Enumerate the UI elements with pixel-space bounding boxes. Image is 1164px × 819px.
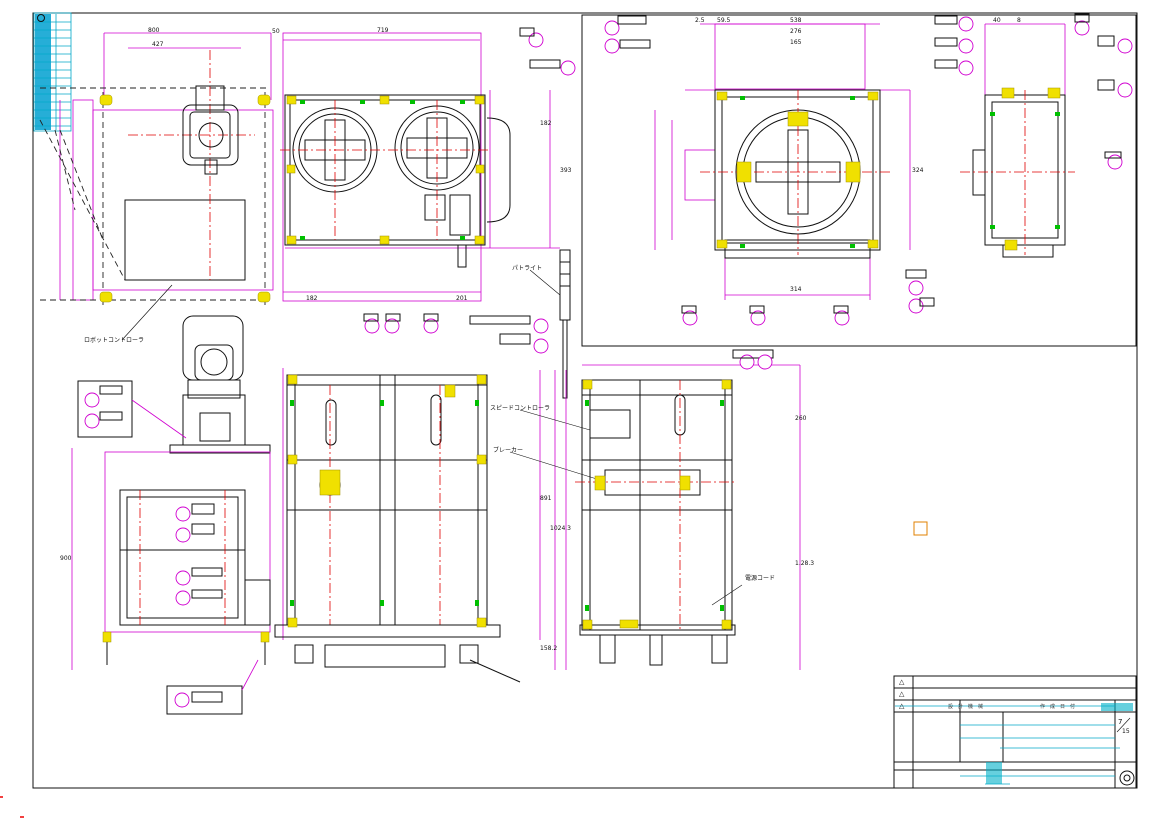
dim-tr-c: 538 <box>790 17 802 24</box>
top-right-detail-view: 2.5 59.5 538 276 165 314 324 <box>654 17 924 300</box>
dim-top-mid-height: 182 <box>540 120 552 127</box>
dim-lower-right-top: 260 <box>795 415 807 422</box>
revision-table <box>33 12 72 132</box>
dim-tr-e: 165 <box>790 39 802 46</box>
dim-tr-right: 324 <box>912 167 924 174</box>
sheet-number: 7 <box>1118 718 1122 726</box>
dim-top-left-gap: 50 <box>272 28 280 35</box>
robot-controller-elevation: 900 <box>60 315 271 670</box>
front-elevation-view: スピードコントローラ ブレーカー 891 1024.3 158.2 <box>274 368 601 683</box>
breaker-label: ブレーカー <box>493 446 523 454</box>
dim-tr-b: 59.5 <box>717 17 731 24</box>
dim-lower-mid-b: 1024.3 <box>550 525 571 532</box>
revision-marks: △ △ △ <box>899 678 905 710</box>
svg-text:設: 設 <box>948 703 953 710</box>
dim-top-mid-bottom-right: 201 <box>456 295 468 302</box>
svg-text:作: 作 <box>1040 703 1045 710</box>
dim-tr-a: 2.5 <box>695 17 705 24</box>
svg-text:成: 成 <box>1050 703 1055 710</box>
title-header-cells: 設 計 機 械 作 成 日 付 <box>948 703 1075 710</box>
title-block: △ △ △ 設 計 機 械 作 成 日 付 7 15 <box>893 675 1137 789</box>
svg-text:日: 日 <box>1060 704 1065 710</box>
robot-controller-label: ロボットコントローラ <box>84 336 144 344</box>
patlite-tower: パトライト <box>512 249 571 399</box>
svg-text:機: 機 <box>968 703 973 710</box>
robot-plan-view: ロボットコントローラ 800 427 50 <box>39 27 280 344</box>
dim-lower-right-height: 1.28.3 <box>795 560 814 567</box>
svg-text:△: △ <box>899 678 905 686</box>
svg-text:計: 計 <box>958 703 963 710</box>
dim-lower-mid-a: 891 <box>540 495 552 502</box>
svg-text:械: 械 <box>978 703 983 710</box>
part-balloons <box>77 13 1133 715</box>
dim-tr-bottom: 314 <box>790 286 802 293</box>
dim-side-b: 8 <box>1017 17 1021 24</box>
side-elevation-lower: 電源コード 260 1.28.3 <box>565 364 814 670</box>
sheet-total: 15 <box>1122 728 1130 735</box>
svg-text:付: 付 <box>1070 703 1075 710</box>
side-elevation-view: 40 8 <box>960 17 1075 258</box>
projection-symbol-icon <box>1119 770 1135 786</box>
dim-lower-left-height: 900 <box>60 555 72 562</box>
svg-text:△: △ <box>899 702 905 710</box>
sheet-border <box>0 12 1138 818</box>
svg-text:△: △ <box>899 690 905 698</box>
speed-controller-label: スピードコントローラ <box>490 405 550 412</box>
dim-top-mid-depth: 393 <box>560 167 572 174</box>
dim-top-left-inner: 427 <box>152 41 164 48</box>
table-plan-view: 719 182 393 182 201 <box>280 27 572 302</box>
dim-top-mid-bottom-left: 182 <box>306 295 318 302</box>
dim-lower-mid-bottom: 158.2 <box>540 645 557 652</box>
patlite-label: パトライト <box>512 265 542 272</box>
power-cord-label: 電源コード <box>745 574 775 582</box>
dim-top-mid-width: 719 <box>377 27 389 34</box>
dim-side-a: 40 <box>993 17 1001 24</box>
dim-top-left-width: 800 <box>148 27 160 34</box>
dim-tr-d: 276 <box>790 28 802 35</box>
